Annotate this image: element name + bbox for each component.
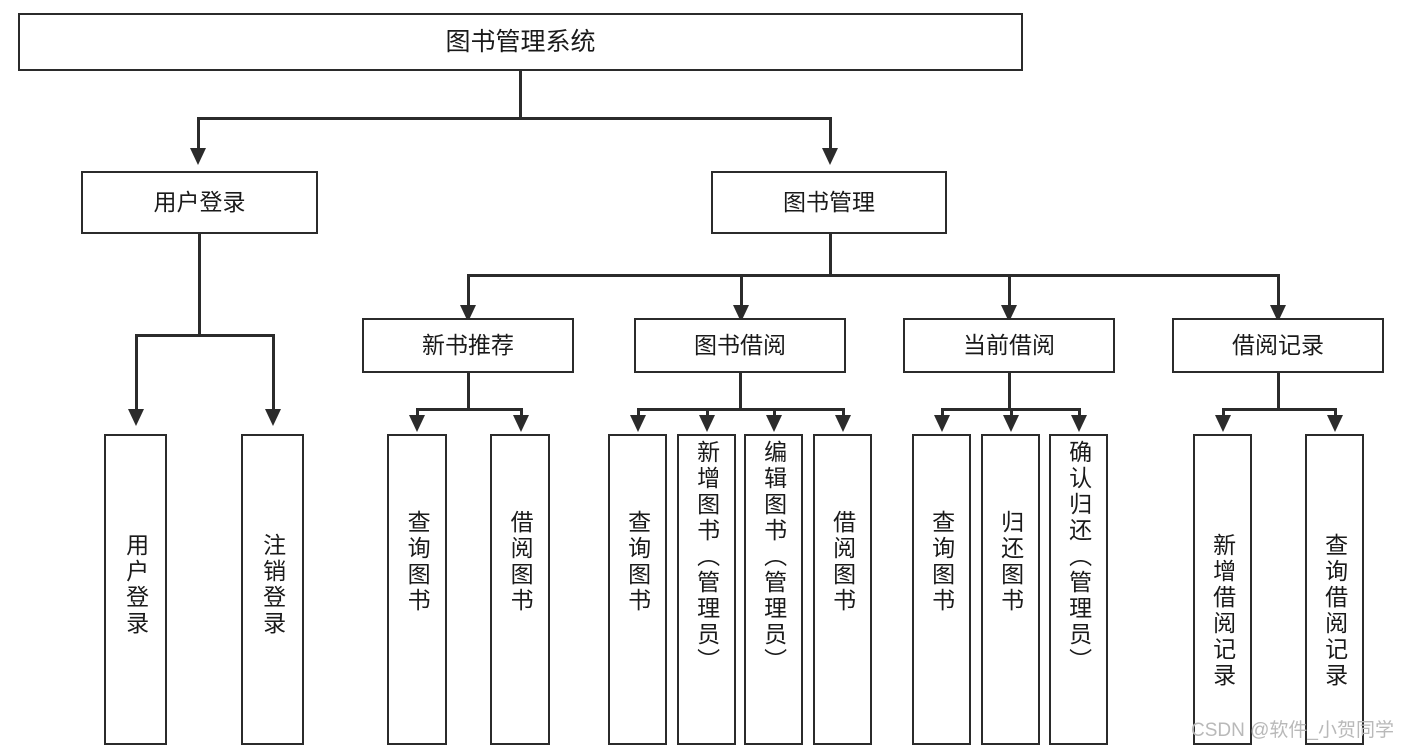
node-leaf-query-book-current[interactable]: 查询图书: [912, 434, 971, 745]
arrow-cb-to-return-book: [1003, 415, 1019, 432]
node-leaf-add-book-admin[interactable]: 新增图书（管理员）: [677, 434, 736, 745]
arrow-bb-to-query-book: [630, 415, 646, 432]
node-leaf-query-borrow-record[interactable]: 查询借阅记录: [1305, 434, 1364, 745]
edge-br-to-query-record: [1334, 408, 1337, 420]
arrow-nbr-to-query-book: [409, 415, 425, 432]
node-label: 借阅图书: [829, 510, 856, 614]
node-current-borrow[interactable]: 当前借阅: [903, 318, 1115, 373]
arrow-cb-to-query-book: [934, 415, 950, 432]
arrow-br-to-query-record: [1327, 415, 1343, 432]
arrow-root-to-user-login: [190, 148, 206, 165]
node-borrow-record[interactable]: 借阅记录: [1172, 318, 1384, 373]
edge-user-login-to-leaf-user-login: [135, 334, 138, 411]
edge-root-bus: [197, 117, 831, 120]
edge-root-to-book-management: [829, 117, 832, 150]
edge-br-to-add-record: [1222, 408, 1225, 420]
node-leaf-add-borrow-record[interactable]: 新增借阅记录: [1193, 434, 1252, 745]
arrow-bb-to-add-book: [699, 415, 715, 432]
node-label: 注销登录: [259, 533, 286, 637]
node-leaf-borrow-book-borrow[interactable]: 借阅图书: [813, 434, 872, 745]
arrow-root-to-book-management: [822, 148, 838, 165]
edge-cb-to-query-book: [941, 408, 944, 420]
node-root-book-management-system[interactable]: 图书管理系统: [18, 13, 1023, 71]
node-leaf-logout-login[interactable]: 注销登录: [241, 434, 304, 745]
edge-root-stem: [519, 71, 522, 118]
edge-bm-to-borrow-record: [1277, 274, 1280, 307]
edge-nbr-to-borrow-book: [520, 408, 523, 420]
node-label: 确认归还（管理员）: [1065, 440, 1092, 674]
edge-bb-to-add-book: [706, 408, 709, 420]
edge-bb-to-edit-book: [773, 408, 776, 420]
node-label: 借阅图书: [507, 510, 534, 614]
arrow-nbr-to-borrow-book: [513, 415, 529, 432]
node-leaf-edit-book-admin[interactable]: 编辑图书（管理员）: [744, 434, 803, 745]
node-leaf-return-book[interactable]: 归还图书: [981, 434, 1040, 745]
arrow-bm-to-borrow-record: [1270, 305, 1286, 322]
node-label: 编辑图书（管理员）: [760, 440, 787, 674]
edge-br-bus: [1222, 408, 1337, 411]
arrow-user-login-to-leaf-logout: [265, 409, 281, 426]
arrow-br-to-add-record: [1215, 415, 1231, 432]
edge-bm-to-new-book-recommend: [467, 274, 470, 307]
edge-user-login-stem: [198, 234, 201, 335]
node-label: 查询图书: [404, 510, 431, 614]
edge-user-login-to-leaf-logout: [272, 334, 275, 411]
edge-bb-bus: [637, 408, 845, 411]
node-leaf-borrow-book-new-book[interactable]: 借阅图书: [490, 434, 550, 745]
arrow-bb-to-edit-book: [766, 415, 782, 432]
edge-bb-to-query-book: [637, 408, 640, 420]
node-label: 图书管理系统: [445, 27, 596, 56]
node-label: 归还图书: [997, 510, 1024, 614]
arrow-bm-to-current-borrow: [1001, 305, 1017, 322]
node-label: 查询图书: [928, 510, 955, 614]
edge-book-management-bus: [467, 274, 1280, 277]
arrow-bb-to-borrow-book: [835, 415, 851, 432]
node-new-book-recommend[interactable]: 新书推荐: [362, 318, 574, 373]
edge-book-management-stem: [829, 234, 832, 275]
edge-bm-to-current-borrow: [1008, 274, 1011, 307]
edge-root-to-user-login: [197, 117, 200, 150]
node-book-management[interactable]: 图书管理: [711, 171, 947, 234]
arrow-bm-to-new-book-recommend: [460, 305, 476, 322]
node-label: 图书管理: [783, 189, 875, 216]
edge-cb-to-return-book: [1010, 408, 1013, 420]
node-label: 当前借阅: [963, 332, 1055, 359]
node-label: 查询图书: [624, 510, 651, 614]
node-label: 新增借阅记录: [1209, 533, 1236, 689]
arrow-user-login-to-leaf-user-login: [128, 409, 144, 426]
edge-cb-to-confirm-return: [1078, 408, 1081, 420]
node-leaf-query-book-new-book[interactable]: 查询图书: [387, 434, 447, 745]
edge-user-login-bus: [135, 334, 274, 337]
node-leaf-user-login[interactable]: 用户登录: [104, 434, 167, 745]
arrow-bm-to-book-borrow: [733, 305, 749, 322]
edge-bb-stem: [739, 373, 742, 409]
node-label: 借阅记录: [1232, 332, 1324, 359]
node-label: 新增图书（管理员）: [693, 440, 720, 674]
node-user-login[interactable]: 用户登录: [81, 171, 318, 234]
edge-bb-to-borrow-book: [842, 408, 845, 420]
arrow-cb-to-confirm-return: [1071, 415, 1087, 432]
node-leaf-query-book-borrow[interactable]: 查询图书: [608, 434, 667, 745]
edge-cb-stem: [1008, 373, 1011, 409]
edge-nbr-to-query-book: [416, 408, 419, 420]
edge-bm-to-book-borrow: [740, 274, 743, 307]
edge-nbr-bus: [416, 408, 523, 411]
node-label: 用户登录: [122, 533, 149, 637]
node-book-borrow[interactable]: 图书借阅: [634, 318, 846, 373]
node-label: 新书推荐: [422, 332, 514, 359]
edge-nbr-stem: [467, 373, 470, 409]
edge-br-stem: [1277, 373, 1280, 409]
node-label: 用户登录: [153, 189, 246, 216]
node-leaf-confirm-return-admin[interactable]: 确认归还（管理员）: [1049, 434, 1108, 745]
node-label: 图书借阅: [694, 332, 786, 359]
node-label: 查询借阅记录: [1321, 533, 1348, 689]
